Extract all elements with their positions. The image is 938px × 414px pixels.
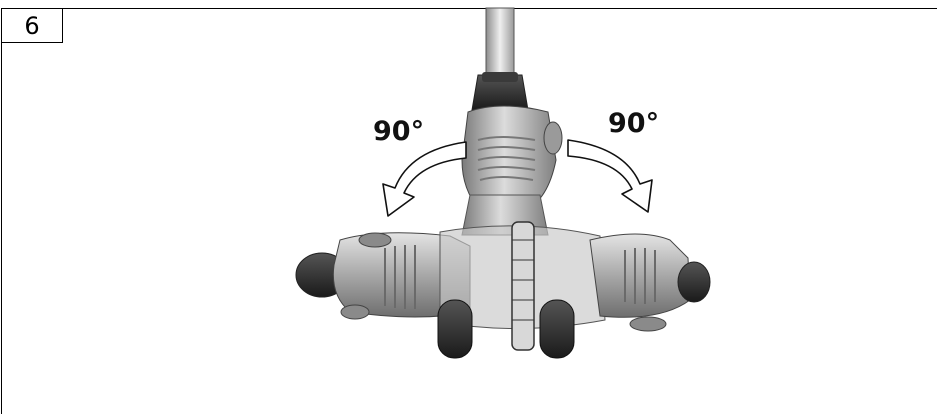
handle-shaft bbox=[485, 7, 515, 81]
cutting-blade bbox=[511, 221, 535, 351]
step-number: 6 bbox=[1, 8, 63, 43]
left-gear-head bbox=[332, 232, 471, 318]
side-knob bbox=[543, 121, 563, 155]
right-angle-label: 90° bbox=[608, 108, 660, 139]
right-wheel bbox=[539, 299, 575, 359]
left-angle-label: 90° bbox=[373, 116, 425, 147]
right-end-cap bbox=[677, 261, 711, 303]
left-rotation-arrow bbox=[382, 141, 467, 217]
figure-frame bbox=[1, 8, 937, 414]
left-wheel bbox=[437, 299, 473, 359]
right-rotation-arrow bbox=[567, 139, 653, 213]
right-gear-head bbox=[589, 233, 691, 318]
